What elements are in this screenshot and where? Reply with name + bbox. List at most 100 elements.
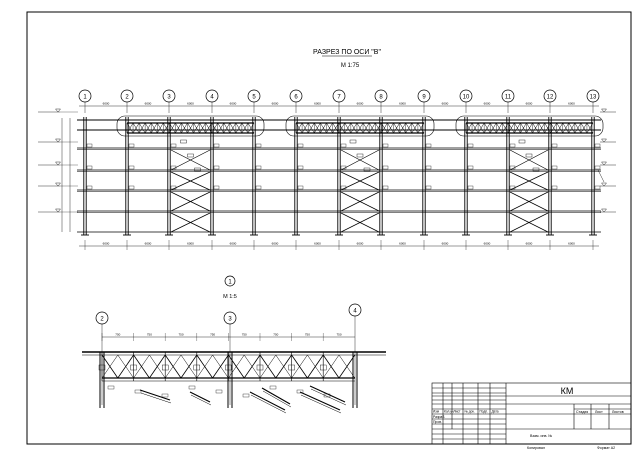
detail-axis-label: 2 <box>100 316 104 322</box>
truss-diagonal <box>132 122 140 134</box>
truss-diagonal <box>181 122 188 134</box>
detail-diagonal-secondary <box>101 354 119 379</box>
truss-diagonal <box>556 122 563 134</box>
truss-diagonal <box>241 122 249 134</box>
cross-brace <box>170 191 211 212</box>
grid-axis-label: 6 <box>294 94 298 100</box>
truss-diagonal <box>477 122 485 134</box>
detail-mark-box <box>134 389 142 394</box>
node-mark-box <box>170 165 177 170</box>
connection-plate <box>363 167 371 172</box>
truss-highlight-ellipse <box>455 115 604 137</box>
detail-diagonal-secondary <box>133 354 150 379</box>
truss-diagonal <box>320 122 327 134</box>
node-mark-box <box>509 165 516 170</box>
connection-plate <box>194 167 201 172</box>
truss-diagonal <box>399 122 406 134</box>
truss-diagonal <box>199 122 206 134</box>
top-dimension-text: 6000 <box>103 102 110 106</box>
section-title: РАЗРЕЗ ПО ОСИ "В" <box>313 49 381 56</box>
detail-diagonal-secondary <box>307 354 324 379</box>
stage-header-list: Лист <box>595 410 603 414</box>
truss-diagonal <box>217 122 224 134</box>
truss-diagonal <box>381 122 388 134</box>
cross-brace <box>509 191 549 212</box>
detail-mark-box <box>215 389 223 394</box>
top-dimension-text: 6000 <box>526 102 533 106</box>
detail-mark-box <box>296 389 304 394</box>
node-mark-box <box>213 165 220 170</box>
truss-diagonal <box>544 122 551 134</box>
truss-diagonal <box>417 122 425 134</box>
node-mark-box <box>594 165 601 170</box>
truss-diagonal <box>526 122 533 134</box>
top-dimension-text: 6000 <box>187 102 194 106</box>
cross-brace <box>340 171 380 191</box>
node-mark-box <box>170 185 177 190</box>
bottom-dimension-text: 6000 <box>230 242 237 246</box>
detail-brace-fragment <box>261 387 291 405</box>
grid-axis-label: 5 <box>252 94 256 100</box>
col-header-podp: Подп. <box>480 410 489 414</box>
col-header-doc: № док. <box>465 410 475 414</box>
truss-diagonal <box>344 122 352 134</box>
detail-brace-fragment-inner <box>300 394 342 414</box>
detail-mark-box <box>323 393 331 398</box>
detail-gusset <box>98 364 106 371</box>
top-dimension-text: 6000 <box>145 102 152 106</box>
top-dimension-text: 6000 <box>568 102 575 106</box>
title-block-frame <box>431 382 632 445</box>
truss-diagonal <box>175 122 182 134</box>
truss-diagonal <box>411 122 419 134</box>
node-mark-box <box>594 185 601 190</box>
node-mark-box <box>425 143 432 148</box>
truss-diagonal <box>550 122 557 134</box>
node-mark-box <box>297 143 304 148</box>
node-mark-box <box>340 143 347 148</box>
detail-dimension-text: 750 <box>178 333 183 337</box>
title-block-stage-headers: Стадия Лист Листов <box>576 410 624 414</box>
truss-diagonal <box>126 122 134 134</box>
node-mark-box <box>128 185 135 190</box>
detail-brace-fragment <box>299 391 341 411</box>
detail-dimension-text: 750 <box>305 333 310 337</box>
node-mark-box <box>86 165 93 170</box>
truss-highlight-ellipse <box>116 115 265 137</box>
detail-diagonal-secondary <box>338 354 356 379</box>
bottom-dimension-text: 6000 <box>357 242 364 246</box>
truss-diagonal <box>138 122 146 134</box>
grid-axis-label: 2 <box>125 94 129 100</box>
detail-diagonal-secondary <box>291 354 308 379</box>
node-mark-box <box>340 165 347 170</box>
grid-axis-label: 12 <box>547 94 554 100</box>
node-marker <box>224 275 236 287</box>
copied-label: Копировал <box>527 446 545 450</box>
node-mark-box <box>128 165 135 170</box>
detail-dimension-text: 750 <box>336 333 341 337</box>
bottom-dimension-text: 6000 <box>272 242 279 246</box>
truss-diagonal <box>580 122 588 134</box>
grid-axis-label: 8 <box>379 94 383 100</box>
top-dimension-text: 6000 <box>484 102 491 106</box>
detail-gusset <box>193 364 201 371</box>
truss-diagonal <box>532 122 539 134</box>
node-mark-box <box>255 143 262 148</box>
cross-brace <box>170 171 211 191</box>
stage-header-listov: Листов <box>612 410 624 414</box>
detail-dimension-text: 750 <box>115 333 120 337</box>
node-mark-box <box>86 143 93 148</box>
detail-diagonal-secondary <box>180 354 198 379</box>
connection-plate <box>525 153 533 158</box>
cross-brace <box>170 212 211 233</box>
truss-diagonal <box>326 122 333 134</box>
top-dimension-text: 6000 <box>442 102 449 106</box>
truss-diagonal <box>187 122 194 134</box>
grid-axis-label: 7 <box>337 94 341 100</box>
cross-brace <box>340 149 380 171</box>
detail-gusset <box>130 364 137 371</box>
truss-diagonal <box>362 122 370 134</box>
detail-brace-fragment <box>249 391 286 411</box>
bottom-dimension-text: 6000 <box>568 242 575 246</box>
elevation-mark-triangle <box>601 161 607 166</box>
detail-diagonal-secondary <box>164 354 182 379</box>
